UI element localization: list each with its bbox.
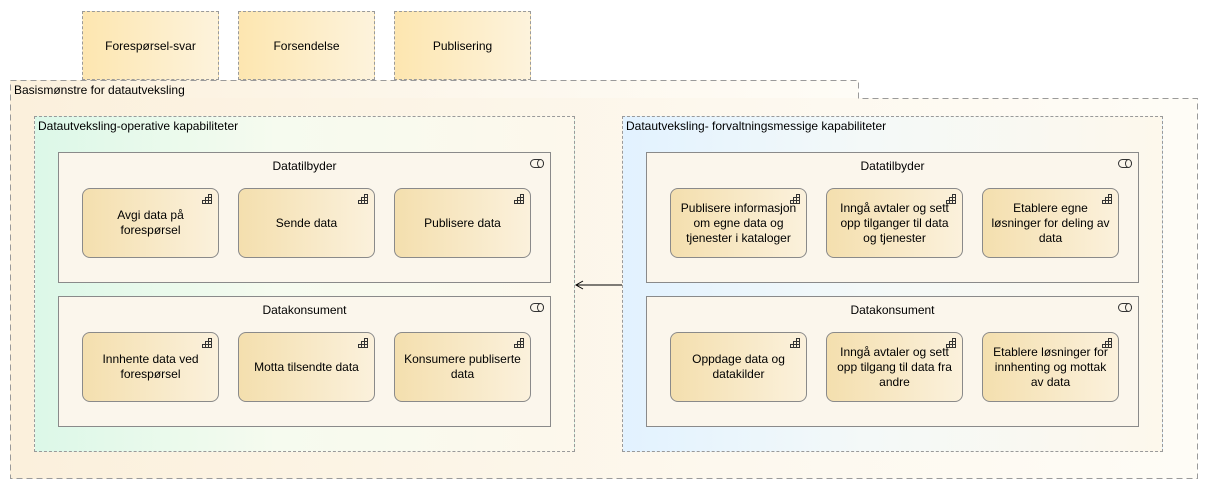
capability-box[interactable]: Inngå avtaler og sett opp tilganger til …: [826, 188, 963, 258]
capability-label: Publisere data: [424, 215, 501, 230]
capability-box[interactable]: Sende data: [238, 188, 375, 258]
capability-icon: [790, 194, 800, 204]
capability-box[interactable]: Etablere egne løsninger for deling av da…: [982, 188, 1119, 258]
capability-icon: [202, 338, 212, 348]
capability-label: Konsumere publiserte data: [404, 352, 521, 381]
basis-group-label: Basismønstre for datautveksling: [14, 83, 185, 97]
pattern-label: Forsendelse: [273, 38, 340, 53]
role-title: Datatilbyder: [860, 159, 925, 173]
capability-label: Avgi data på forespørsel: [117, 208, 184, 237]
pattern-publisering[interactable]: Publisering: [394, 11, 531, 80]
capability-box[interactable]: Innhente data ved forespørsel: [82, 332, 219, 402]
capability-label: Etablere løsninger for innhenting og mot…: [993, 344, 1108, 389]
capability-box[interactable]: Publisere data: [394, 188, 531, 258]
capability-icon: [514, 338, 524, 348]
capability-label: Publisere informasjon om egne data og tj…: [680, 200, 797, 245]
capability-icon: [1102, 194, 1112, 204]
capability-icon: [946, 194, 956, 204]
capability-label: Innhente data ved forespørsel: [102, 352, 199, 381]
capability-icon: [358, 338, 368, 348]
role-icon: [1118, 159, 1132, 168]
pattern-forsendelse[interactable]: Forsendelse: [238, 11, 375, 80]
capability-box[interactable]: Konsumere publiserte data: [394, 332, 531, 402]
capability-box[interactable]: Motta tilsendte data: [238, 332, 375, 402]
capability-label: Inngå avtaler og sett opp tilgang til da…: [837, 344, 952, 389]
capability-label: Oppdage data og datakilder: [692, 352, 785, 381]
capability-icon: [514, 194, 524, 204]
capability-label: Sende data: [275, 215, 338, 230]
role-icon: [530, 303, 544, 312]
role-icon: [530, 159, 544, 168]
capability-icon: [946, 338, 956, 348]
basis-group-top-fill: [10, 80, 859, 99]
capability-box[interactable]: Inngå avtaler og sett opp tilgang til da…: [826, 332, 963, 402]
capability-label: Motta tilsendte data: [254, 359, 359, 374]
group-management-label: Datautveksling- forvaltningsmessige kapa…: [626, 119, 887, 133]
pattern-label: Forespørsel-svar: [105, 38, 196, 53]
arrow-left-icon: [574, 280, 584, 290]
role-icon: [1118, 303, 1132, 312]
capability-icon: [790, 338, 800, 348]
capability-icon: [358, 194, 368, 204]
role-title: Datatilbyder: [272, 159, 337, 173]
capability-icon: [202, 194, 212, 204]
pattern-label: Publisering: [432, 38, 493, 53]
capability-box[interactable]: Etablere løsninger for innhenting og mot…: [982, 332, 1119, 402]
role-title: Datakonsument: [262, 303, 347, 317]
capability-box[interactable]: Avgi data på forespørsel: [82, 188, 219, 258]
group-operative-label: Datautveksling-operative kapabiliteter: [38, 119, 239, 133]
capability-label: Etablere egne løsninger for deling av da…: [991, 200, 1110, 245]
pattern-foresporsel-svar[interactable]: Forespørsel-svar: [82, 11, 219, 80]
capability-box[interactable]: Oppdage data og datakilder: [670, 332, 807, 402]
capability-label: Inngå avtaler og sett opp tilganger til …: [840, 200, 949, 245]
capability-icon: [1102, 338, 1112, 348]
role-title: Datakonsument: [850, 303, 935, 317]
capability-box[interactable]: Publisere informasjon om egne data og tj…: [670, 188, 807, 258]
